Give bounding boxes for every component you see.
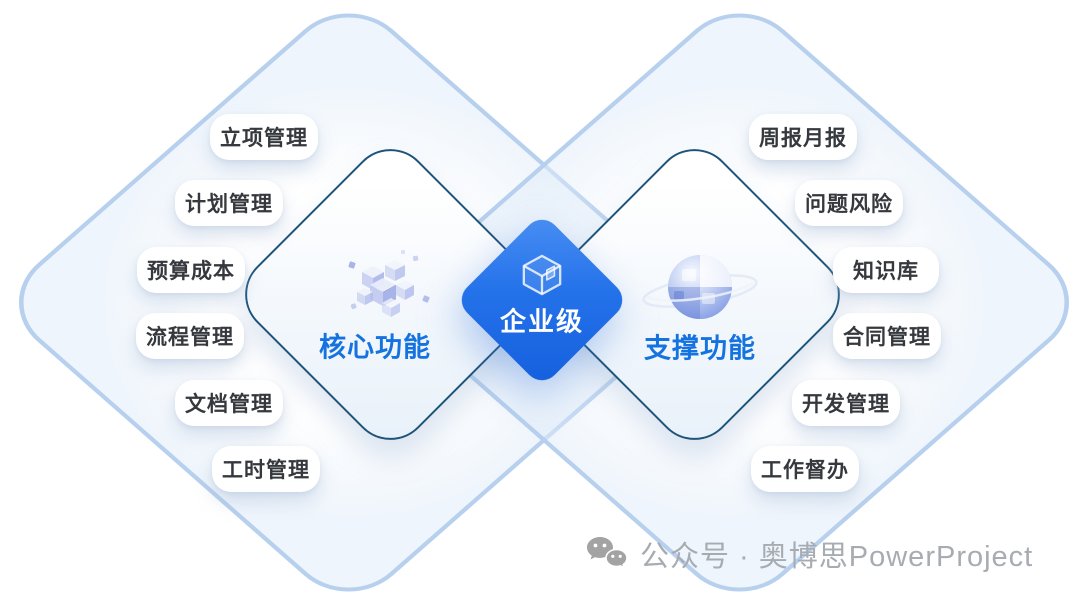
pill-contract-management: 合同管理 [833,313,941,359]
core-functions-title: 核心功能 [319,332,431,363]
pill-process-management: 流程管理 [136,313,244,359]
pill-project-initiation: 立项管理 [210,114,318,160]
pill-weekly-monthly-report: 周报月报 [749,114,857,160]
enterprise-label: 企业级 [499,306,585,337]
pill-knowledge-base: 知识库 [833,247,939,293]
cubes-3d-icon [335,246,435,327]
pill-timesheet-management: 工时管理 [212,446,320,492]
pill-development-management: 开发管理 [792,380,900,426]
pill-work-supervision: 工作督办 [751,446,859,492]
pill-document-management: 文档管理 [175,380,283,426]
pill-budget-cost: 预算成本 [137,247,245,293]
wechat-icon [584,534,630,574]
watermark: 公众号 · 奥博思PowerProject [584,533,1033,575]
pill-issue-risk: 问题风险 [795,180,903,226]
pill-plan-management: 计划管理 [175,180,283,226]
globe-3d-icon [640,247,760,332]
support-functions-title: 支撑功能 [644,333,756,364]
cube-p-logo-icon [519,253,565,302]
watermark-text: 公众号 · 奥博思PowerProject [640,541,1034,573]
